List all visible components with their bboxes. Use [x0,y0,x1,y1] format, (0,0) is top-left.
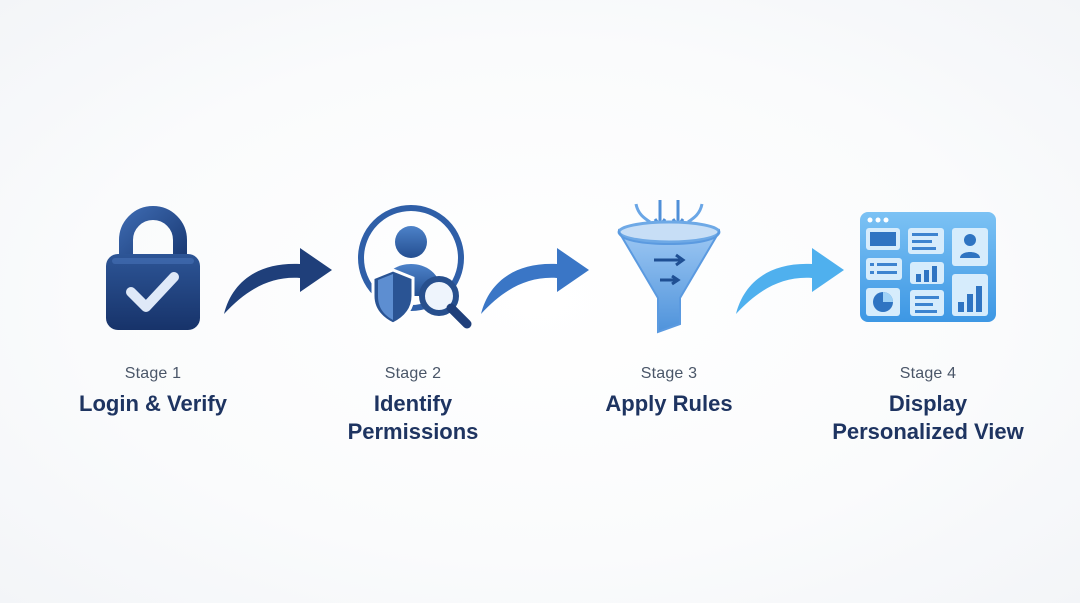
stage-3-title: Apply Rules [605,391,733,416]
stage-4-number: Stage 4 [899,365,957,382]
stage-3: Stage 3 Apply Rules [539,200,799,416]
curved-arrow-right-icon [224,248,332,314]
stage-4-title: Display Personalized View [832,391,1024,444]
user-shield-magnifier-icon [358,205,472,329]
stage-4: Stage 4 Display Personalized View [798,200,1058,444]
curved-arrow-right-icon [481,248,589,314]
stage-2-number: Stage 2 [384,365,442,382]
padlock-check-icon [106,206,200,330]
curved-arrow-right-icon [736,248,844,314]
dashboard-icon [860,212,996,322]
stage-2-title: Identify Permissions [347,391,479,444]
stage-1-number: Stage 1 [124,365,182,382]
stage-3-number: Stage 3 [640,365,698,382]
funnel-filter-icon [617,200,721,334]
stage-1: Stage 1 Login & Verify [23,200,283,416]
stage-1-title: Login & Verify [79,391,227,416]
stage-2: Stage 2 Identify Permissions [283,200,543,444]
